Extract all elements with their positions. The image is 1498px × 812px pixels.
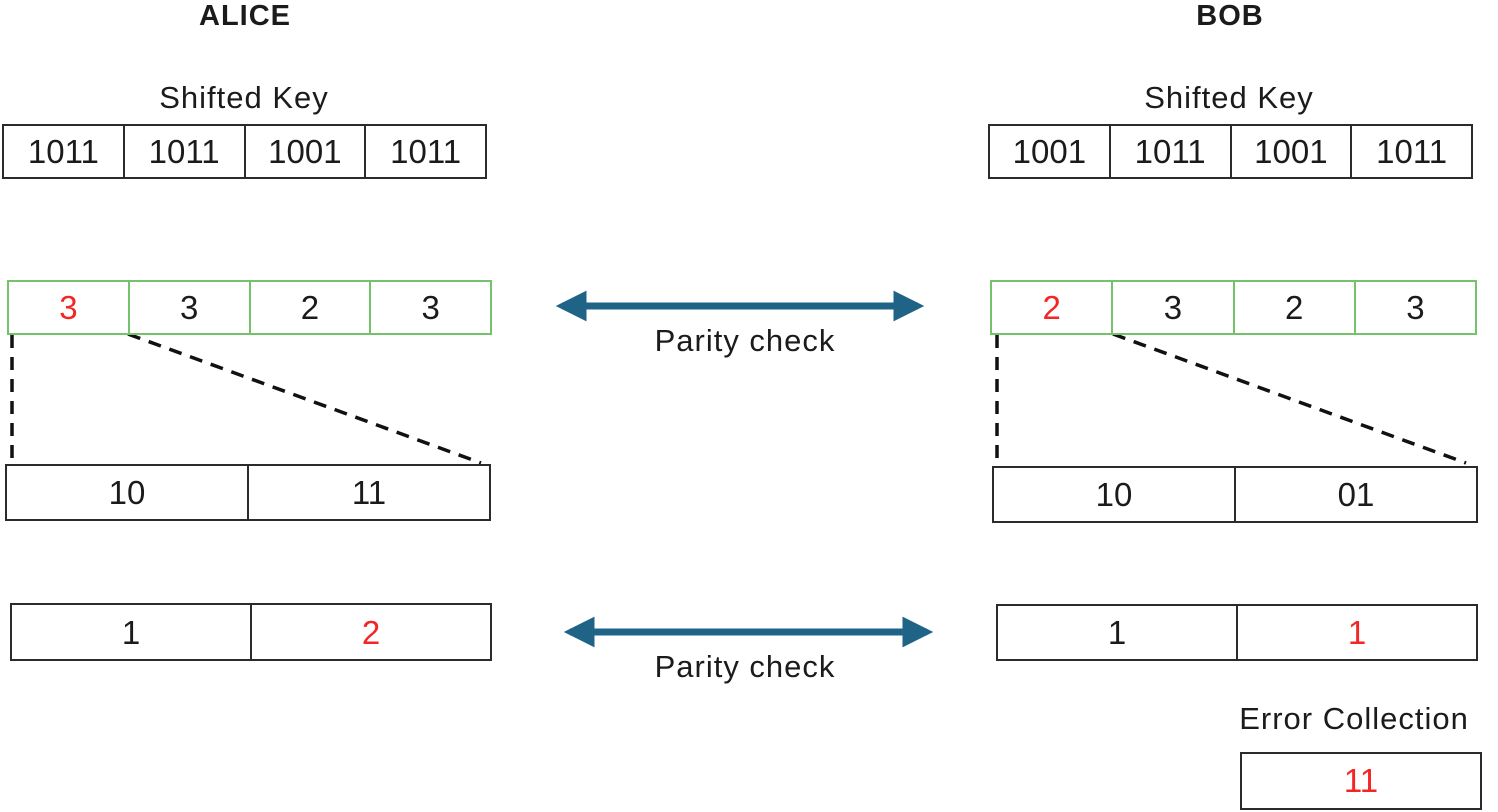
- parity-check-bottom-label: Parity check: [654, 649, 836, 684]
- alice-dashed-diagonal-line: [127, 332, 482, 465]
- bob-sub-parity-cell-mismatch: 1: [1236, 606, 1476, 659]
- error-collection-box: 11: [1240, 752, 1482, 810]
- alice-sub-parity-cell-mismatch: 2: [250, 605, 490, 659]
- alice-sub-parity-cell: 1: [121, 613, 141, 651]
- alice-sub-parity-row: 1 2: [10, 603, 492, 661]
- parity-check-top-label: Parity check: [654, 323, 836, 358]
- bob-parity-cell-mismatch: 2: [1042, 289, 1061, 326]
- alice-parity-cell: 3: [369, 282, 490, 333]
- alice-shifted-key-cell: 1011: [364, 126, 485, 177]
- bob-title: BOB: [1196, 0, 1264, 32]
- bob-sub-parity-row: 1 1: [996, 604, 1478, 661]
- alice-shifted-key-row: 1011 1011 1001 1011: [2, 124, 487, 179]
- alice-shifted-key-cell: 1011: [27, 133, 99, 170]
- error-collection-label: Error Collection: [1239, 701, 1469, 736]
- bob-block-row: 10 01: [992, 466, 1478, 523]
- alice-parity-row: 3 3 2 3: [7, 280, 492, 335]
- bob-shifted-key-cell: 1001: [1012, 133, 1087, 170]
- alice-parity-cell: 2: [248, 282, 370, 333]
- bob-parity-cell: 3: [1353, 282, 1475, 333]
- bob-shifted-key-cell: 1011: [1350, 126, 1471, 177]
- bob-block-cell: 10: [1095, 476, 1133, 513]
- alice-shifted-key-cell: 1001: [243, 126, 365, 177]
- bob-shifted-key-cell: 1001: [1229, 126, 1351, 177]
- bob-shifted-key-row: 1001 1011 1001 1011: [988, 124, 1473, 179]
- bob-block-cell: 01: [1234, 468, 1476, 521]
- alice-block-cell: 10: [108, 474, 146, 511]
- bob-parity-cell: 3: [1111, 282, 1232, 333]
- bob-shifted-key-label: Shifted Key: [1144, 80, 1314, 115]
- bob-parity-row: 2 3 2 3: [990, 280, 1477, 335]
- alice-block-cell: 11: [247, 466, 489, 519]
- bob-sub-parity-cell: 1: [1107, 614, 1127, 651]
- alice-shifted-key-cell: 1011: [122, 126, 244, 177]
- alice-parity-cell: 3: [127, 282, 249, 333]
- alice-title: ALICE: [199, 0, 291, 32]
- bob-dashed-diagonal-line: [1112, 332, 1467, 465]
- error-collection-value: 11: [1343, 762, 1379, 799]
- bob-parity-cell: 2: [1232, 282, 1354, 333]
- bob-shifted-key-cell: 1011: [1108, 126, 1230, 177]
- alice-shifted-key-label: Shifted Key: [159, 80, 329, 115]
- alice-block-row: 10 11: [5, 464, 491, 521]
- alice-parity-cell-mismatch: 3: [59, 289, 78, 326]
